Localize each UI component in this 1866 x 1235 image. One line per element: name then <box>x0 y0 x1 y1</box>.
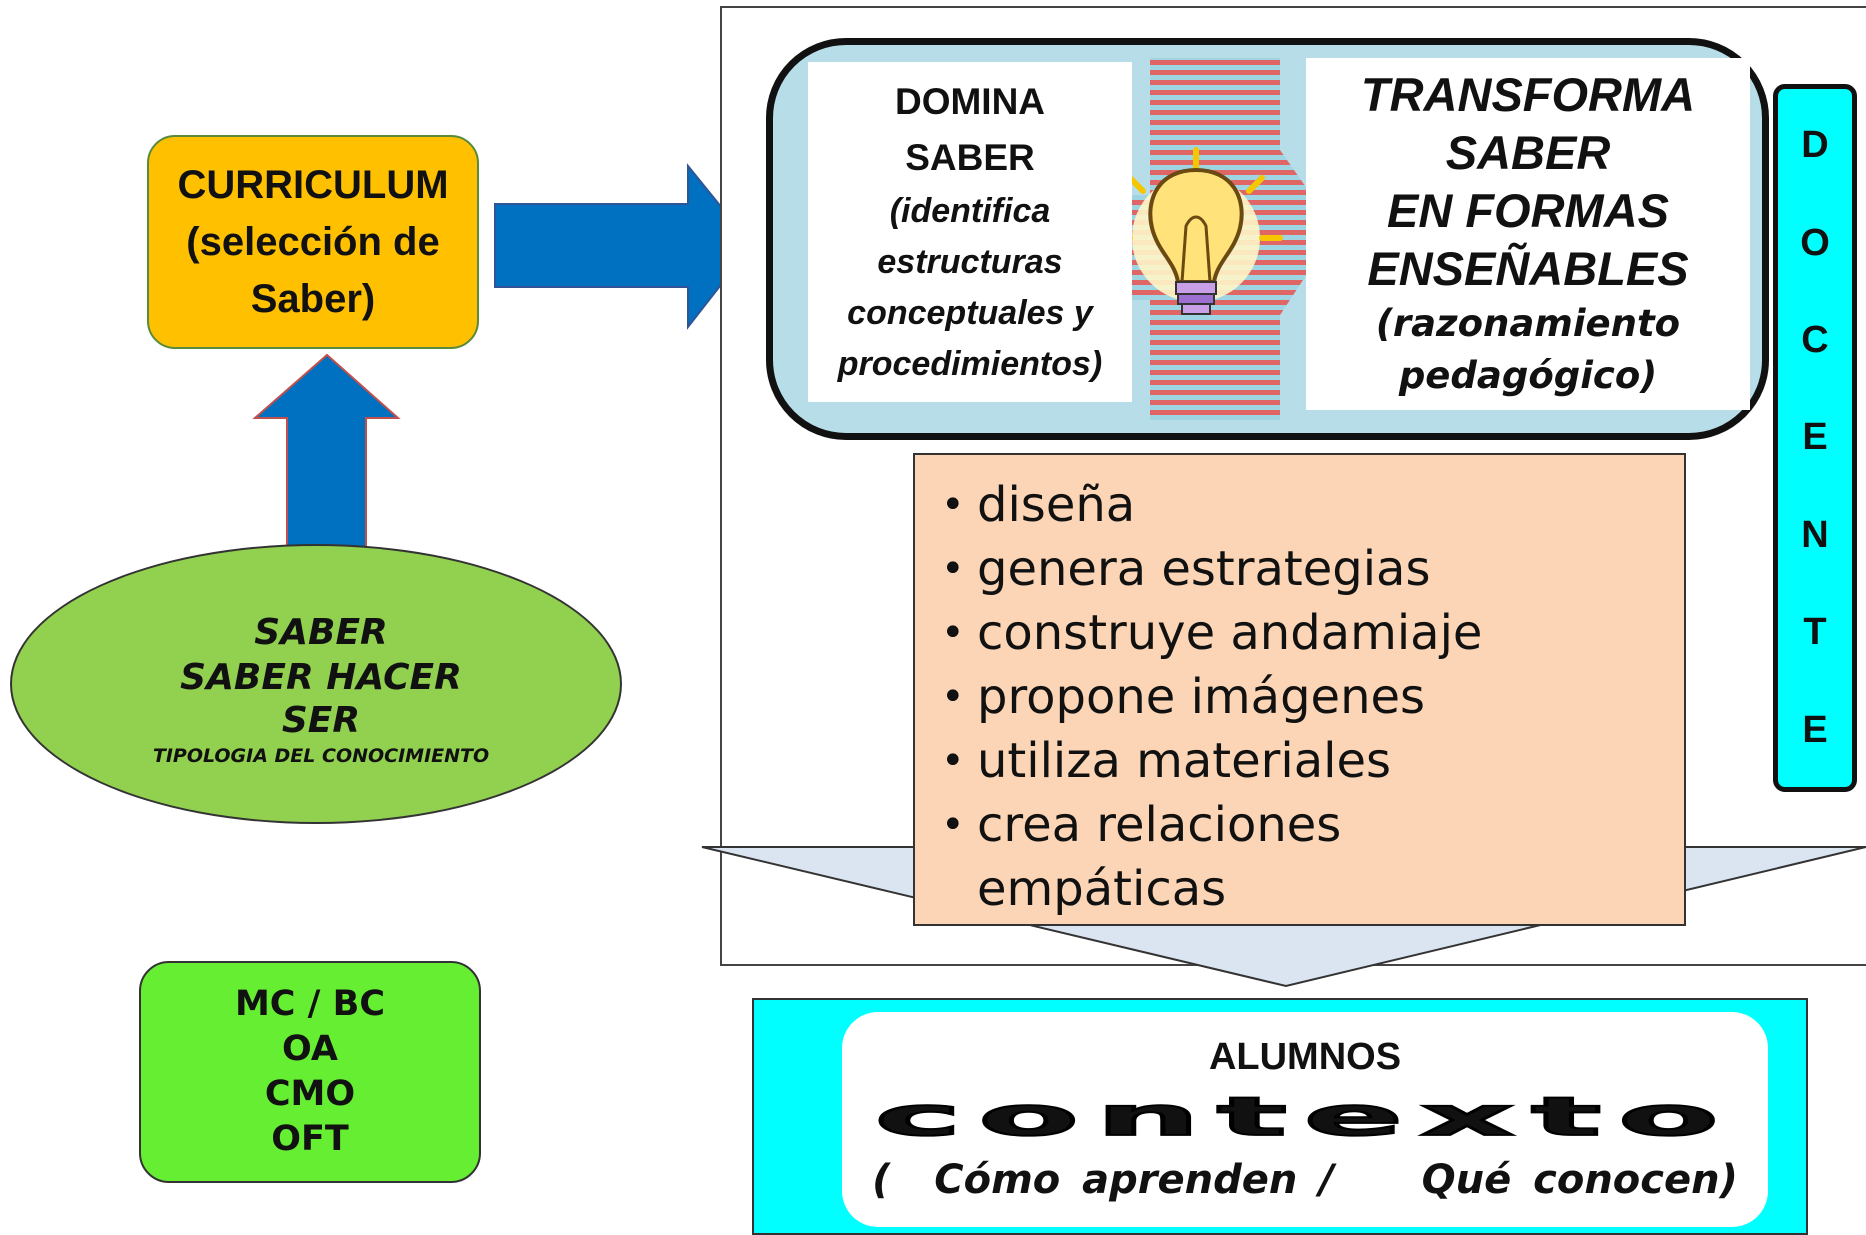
alumnos-inner: ALUMNOS contexto ( Cómo aprenden / Qué c… <box>842 1012 1768 1227</box>
docente-letter: O <box>1800 221 1830 264</box>
transforma-box: TRANSFORMA SABER EN FORMAS ENSEÑABLES (r… <box>1306 58 1750 410</box>
domina-sub: procedimientos) <box>837 345 1103 383</box>
knowledge-line2: SABER HACER <box>180 656 462 698</box>
docente-letter: D <box>1801 124 1829 167</box>
docente-letter: E <box>1802 416 1828 459</box>
transforma-line: SABER <box>1445 126 1611 179</box>
domina-sub: conceptuales y <box>847 294 1093 332</box>
codes-box: MC / BC OA CMO OFT <box>139 961 481 1183</box>
curriculum-box: CURRICULUM (selección de Saber) <box>147 135 479 349</box>
actions-list-box: diseña genera estrategias construye anda… <box>913 453 1686 926</box>
curriculum-line3: Saber) <box>250 276 376 321</box>
docente-letter: E <box>1802 708 1828 751</box>
domina-title1: DOMINA <box>894 81 1046 122</box>
alumnos-title: ALUMNOS <box>1208 1035 1402 1078</box>
code-item: OA <box>282 1029 338 1069</box>
domina-title2: SABER <box>905 137 1035 178</box>
list-item: propone imágenes <box>939 665 1684 729</box>
list-item: crea relaciones empáticas <box>939 793 1537 921</box>
code-item: OFT <box>271 1119 349 1159</box>
knowledge-caption: TIPOLOGIA DEL CONOCIMIENTO <box>152 744 490 767</box>
transforma-sub: pedagógico) <box>1398 354 1658 397</box>
transforma-line: EN FORMAS <box>1387 184 1669 237</box>
knowledge-line3: SER <box>281 699 361 741</box>
domina-box: DOMINA SABER (identifica estructuras con… <box>808 62 1132 402</box>
transforma-line: TRANSFORMA <box>1360 68 1696 121</box>
actions-list: diseña genera estrategias construye anda… <box>939 473 1684 921</box>
domina-sub: (identifica <box>889 192 1051 230</box>
docente-letter: C <box>1801 319 1829 362</box>
knowledge-line1: SABER <box>254 611 388 653</box>
list-item: construye andamiaje <box>939 601 1684 665</box>
transforma-sub: (razonamiento <box>1375 302 1681 345</box>
alumnos-subtitle: ( Cómo aprenden / Qué conocen) <box>872 1156 1738 1203</box>
docente-letter: N <box>1801 513 1829 556</box>
domina-sub: estructuras <box>877 243 1063 281</box>
transforma-line: ENSEÑABLES <box>1367 242 1689 295</box>
code-item: MC / BC <box>234 984 386 1024</box>
curriculum-line2: (selección de <box>186 219 440 264</box>
lightbulb-icon <box>1109 147 1283 315</box>
list-item: utiliza materiales <box>939 729 1684 793</box>
knowledge-ellipse: SABER SABER HACER SER TIPOLOGIA DEL CONO… <box>10 544 622 824</box>
list-item: genera estrategias <box>939 537 1684 601</box>
code-item: CMO <box>264 1074 356 1114</box>
docente-letter: T <box>1803 611 1827 654</box>
contexto-wordart: contexto <box>872 1085 1736 1148</box>
docente-label: D O C E N T E <box>1773 84 1857 792</box>
list-item: diseña <box>939 473 1684 537</box>
curriculum-line1: CURRICULUM <box>177 162 449 207</box>
